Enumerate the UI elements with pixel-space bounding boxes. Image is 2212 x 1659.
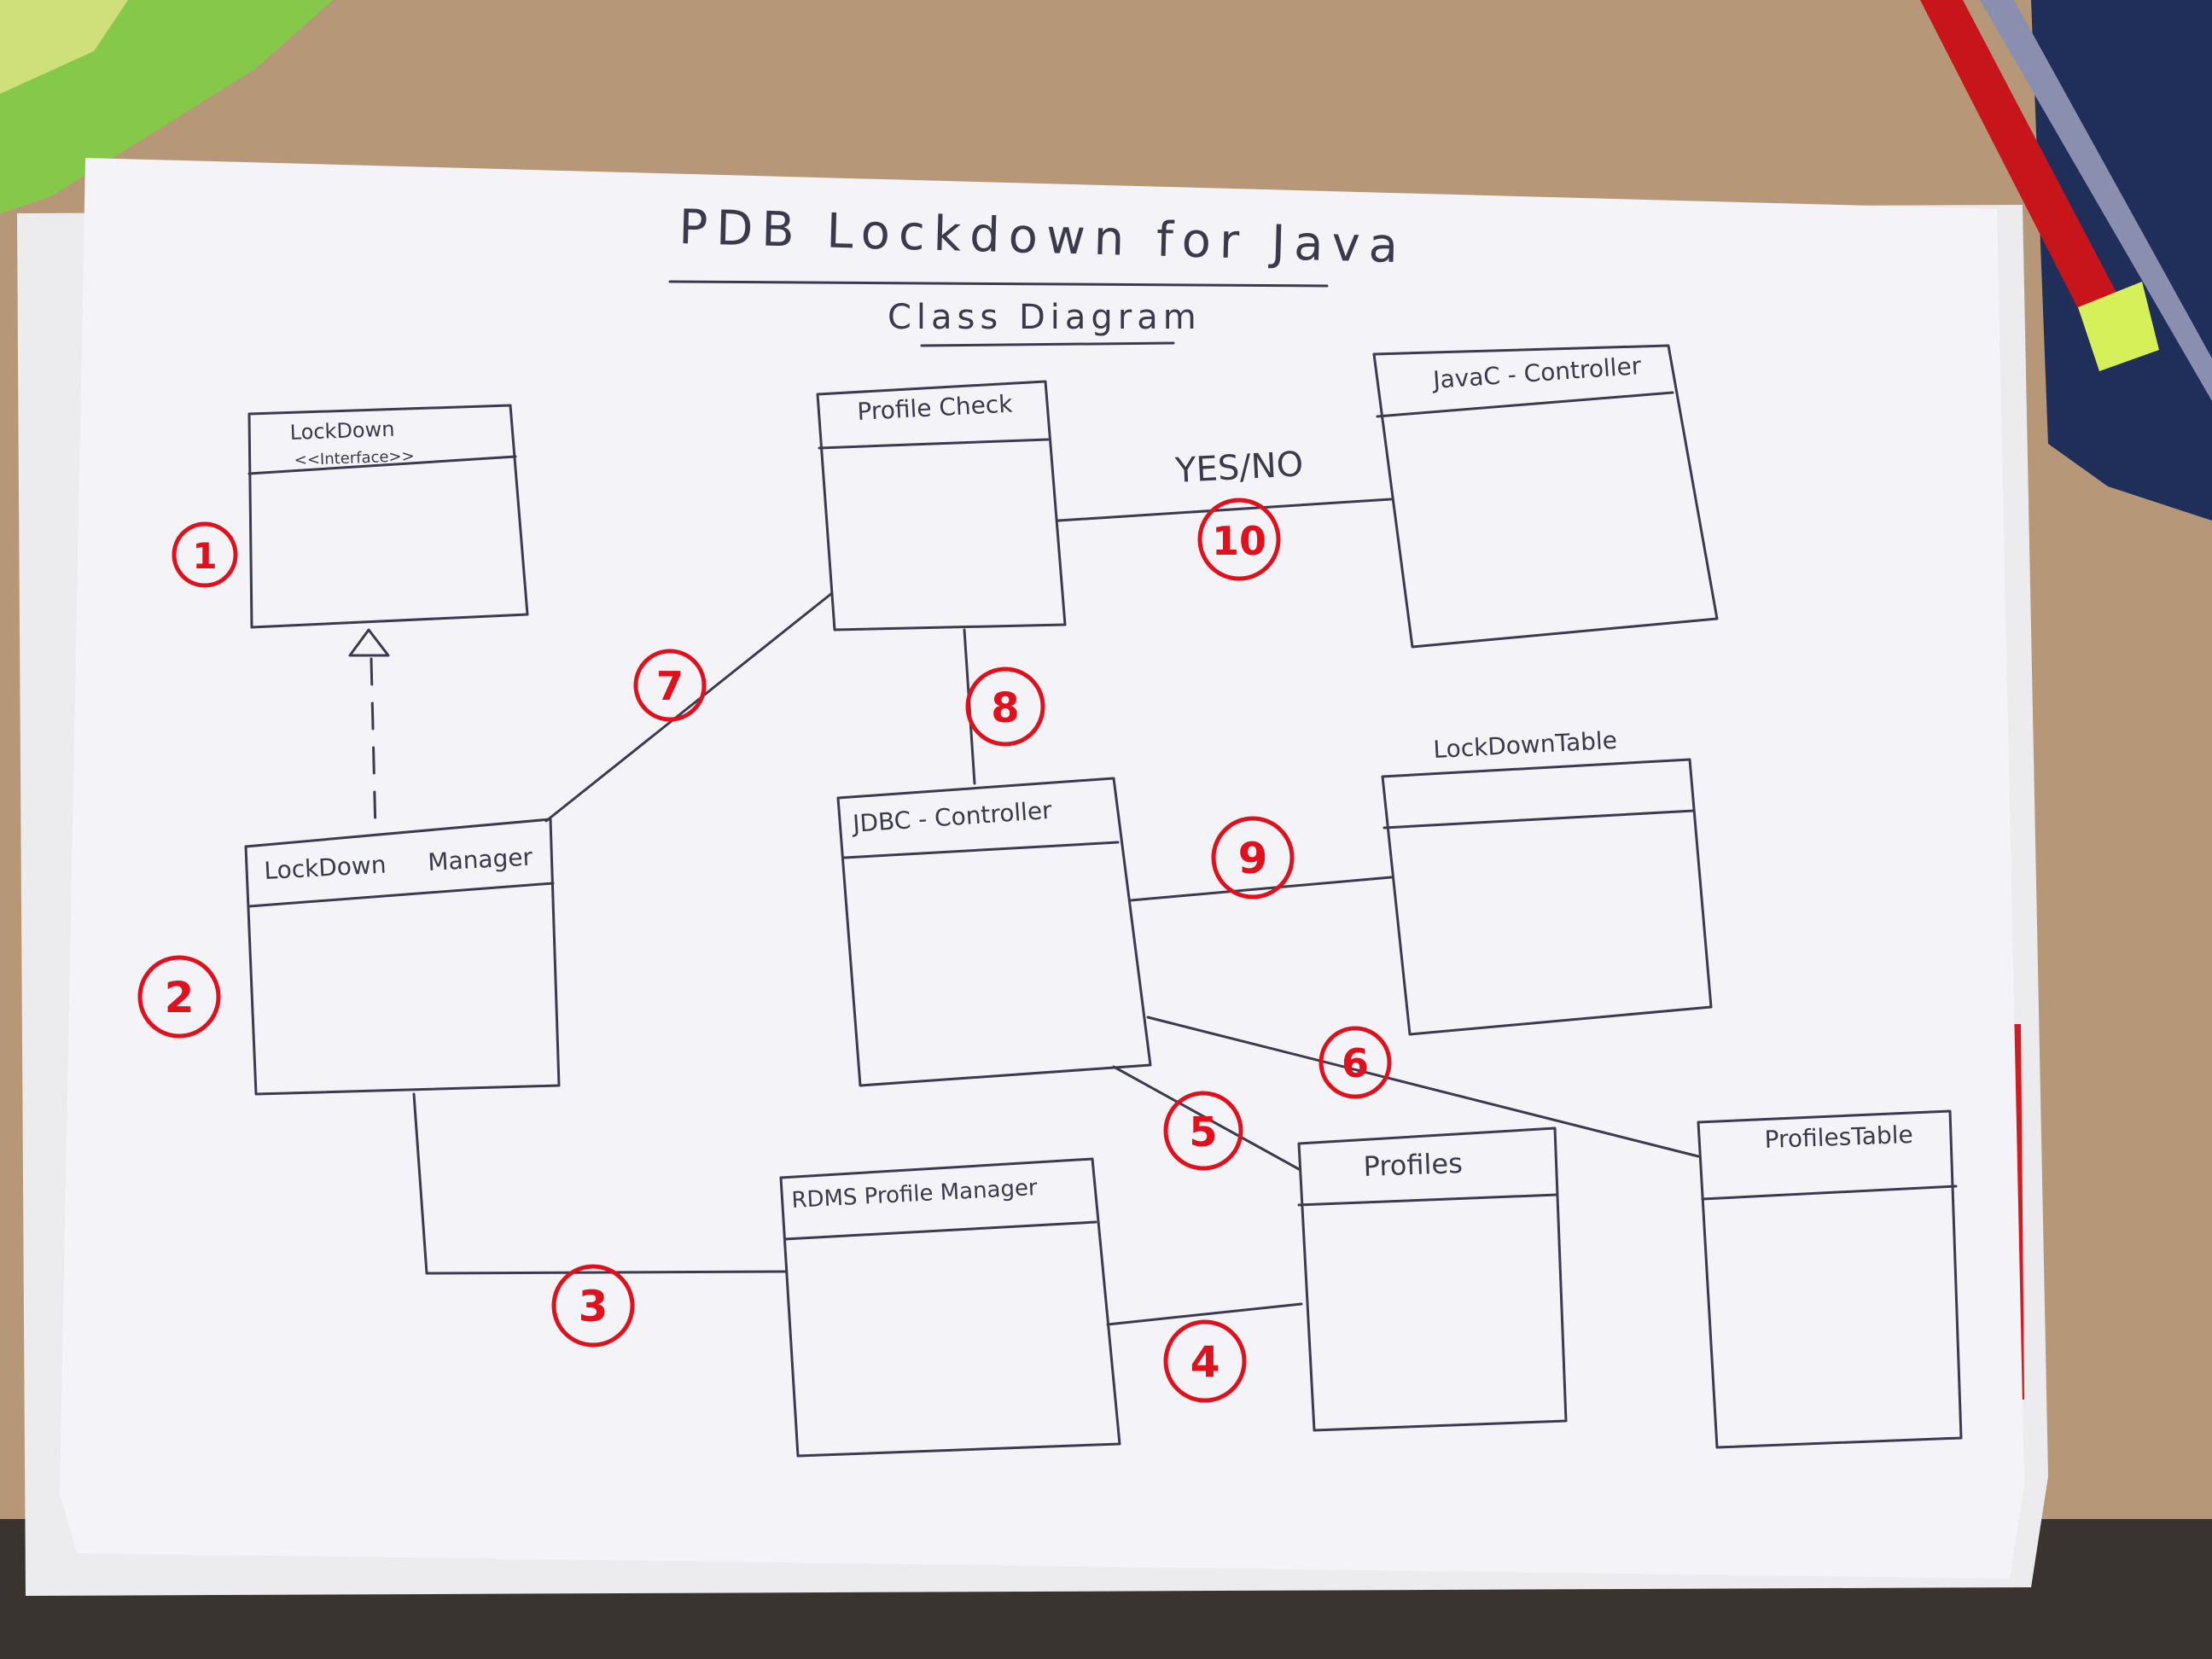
svg-text:2: 2 [165, 973, 195, 1022]
blue-pen [1980, 0, 2212, 401]
realization-line [370, 657, 377, 834]
title-underline [668, 280, 1329, 288]
marker-7: 7 [633, 649, 707, 722]
svg-text:8: 8 [991, 684, 1019, 732]
red-pen [1920, 0, 2142, 358]
svg-text:5: 5 [1189, 1109, 1217, 1156]
diagram-subtitle: Class Diagram [888, 298, 1202, 337]
assoc-line-4 [1106, 1302, 1303, 1326]
svg-text:Profiles: Profiles [1363, 1147, 1463, 1183]
marker-5: 5 [1163, 1091, 1243, 1171]
assoc-line-10 [1057, 498, 1393, 522]
subtitle-underline [920, 341, 1175, 347]
assoc-line-6 [1146, 1016, 1700, 1158]
paper-sheet [60, 158, 2024, 1579]
class-profiles-table: ProfilesTable [1697, 1109, 1963, 1449]
marker-3: 3 [551, 1264, 635, 1348]
marker-1: 1 [172, 521, 238, 588]
assoc-line-3 [412, 1092, 787, 1275]
class-lockdown: LockDown <<Interface>> [247, 404, 529, 629]
class-profiles: Profiles [1297, 1126, 1568, 1432]
svg-text:<<Interface>>: <<Interface>> [294, 447, 415, 469]
svg-text:LockDown: LockDown [289, 417, 395, 445]
svg-text:3: 3 [579, 1282, 608, 1331]
svg-text:4: 4 [1190, 1337, 1220, 1387]
marker-10: 10 [1197, 498, 1281, 581]
svg-text:ProfilesTable: ProfilesTable [1764, 1121, 1913, 1154]
assoc-line-9 [1129, 876, 1393, 902]
svg-text:7: 7 [656, 663, 684, 709]
marker-6: 6 [1318, 1026, 1392, 1099]
realization-arrowhead [348, 628, 390, 657]
svg-text:10: 10 [1212, 518, 1266, 564]
svg-text:9: 9 [1238, 834, 1268, 883]
svg-text:1: 1 [192, 535, 217, 577]
marker-2: 2 [137, 955, 221, 1039]
marker-4: 4 [1163, 1319, 1247, 1403]
marker-9: 9 [1211, 816, 1295, 899]
marker-8: 8 [965, 667, 1045, 747]
svg-text:6: 6 [1342, 1040, 1369, 1086]
yes-no-label: YES/NO [1173, 445, 1304, 491]
assoc-line-5 [1112, 1065, 1301, 1171]
assoc-line-7 [544, 591, 834, 823]
